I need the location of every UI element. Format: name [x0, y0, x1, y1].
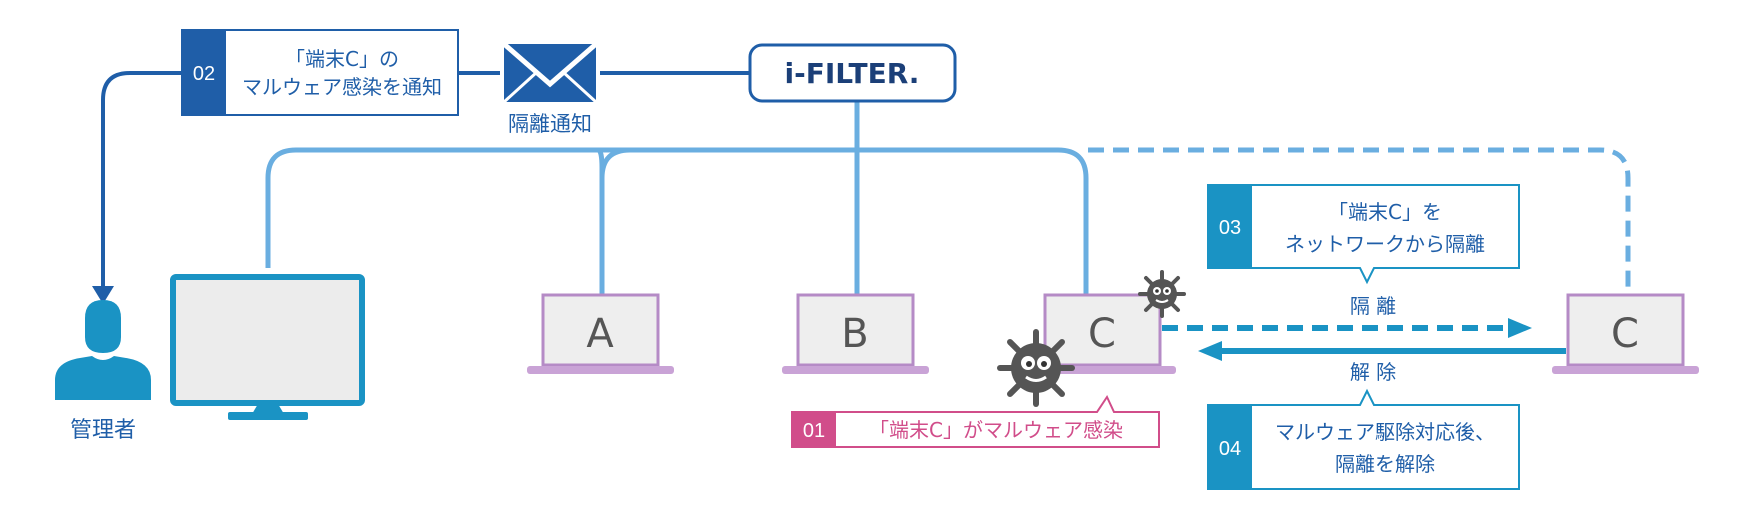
callout-01: 01 「端末C」がマルウェア感染	[791, 394, 1160, 448]
laptop-b-label: B	[841, 311, 868, 357]
trunk-line	[265, 147, 1089, 295]
callout-04-line1: マルウェア駆除対応後、	[1275, 420, 1495, 444]
admin-arrowhead	[92, 286, 114, 304]
isolate-arrowhead	[1508, 318, 1532, 338]
callout-02-line2: マルウェア感染を通知	[242, 75, 442, 99]
callout-02-line1: 「端末C」の	[285, 47, 399, 71]
callout-04: 04 マルウェア駆除対応後、 隔離を解除	[1207, 388, 1520, 490]
callout-04-line2: 隔離を解除	[1335, 452, 1435, 476]
callout-03: 03 「端末C」を ネットワークから隔離	[1207, 184, 1520, 285]
callout-03-line1: 「端末C」を	[1328, 200, 1442, 224]
drop-laptop-a-arc	[599, 147, 631, 295]
admin-notify-line	[101, 71, 752, 288]
callout-03-line2: ネットワークから隔離	[1285, 232, 1485, 256]
mail-icon	[502, 42, 598, 104]
admin-label: 管理者	[70, 418, 136, 443]
mail-label: 隔離通知	[508, 112, 592, 136]
isolation-dashed-line	[1088, 147, 1631, 295]
admin-person-icon	[55, 300, 151, 400]
ifilter-logo: i-FILTER.	[748, 43, 957, 103]
release-label: 解 除	[1350, 360, 1396, 384]
laptop-c-isolated: C	[1552, 293, 1699, 374]
laptop-b: B	[782, 293, 929, 374]
callout-01-num: 01	[803, 420, 825, 442]
laptop-c: C	[1029, 293, 1176, 374]
callout-04-num: 04	[1219, 438, 1241, 460]
monitor-icon	[170, 274, 365, 420]
callout-02-num: 02	[193, 63, 215, 85]
callout-02: 02 「端末C」の マルウェア感染を通知	[181, 29, 459, 116]
laptop-a: A	[527, 293, 674, 374]
ifilter-logo-text: i-FILTER.	[785, 57, 920, 90]
network-lines	[265, 100, 1089, 295]
laptop-c-label: C	[1088, 311, 1116, 357]
release-arrowhead	[1198, 341, 1222, 361]
laptop-c-isolated-label: C	[1611, 311, 1639, 357]
virus-icon-small	[1138, 270, 1186, 318]
isolate-label: 隔 離	[1350, 294, 1396, 318]
callout-03-num: 03	[1219, 217, 1241, 239]
virus-icon-large	[997, 329, 1075, 407]
laptop-a-label: A	[586, 311, 614, 357]
callout-01-line1: 「端末C」がマルウェア感染	[869, 418, 1123, 442]
